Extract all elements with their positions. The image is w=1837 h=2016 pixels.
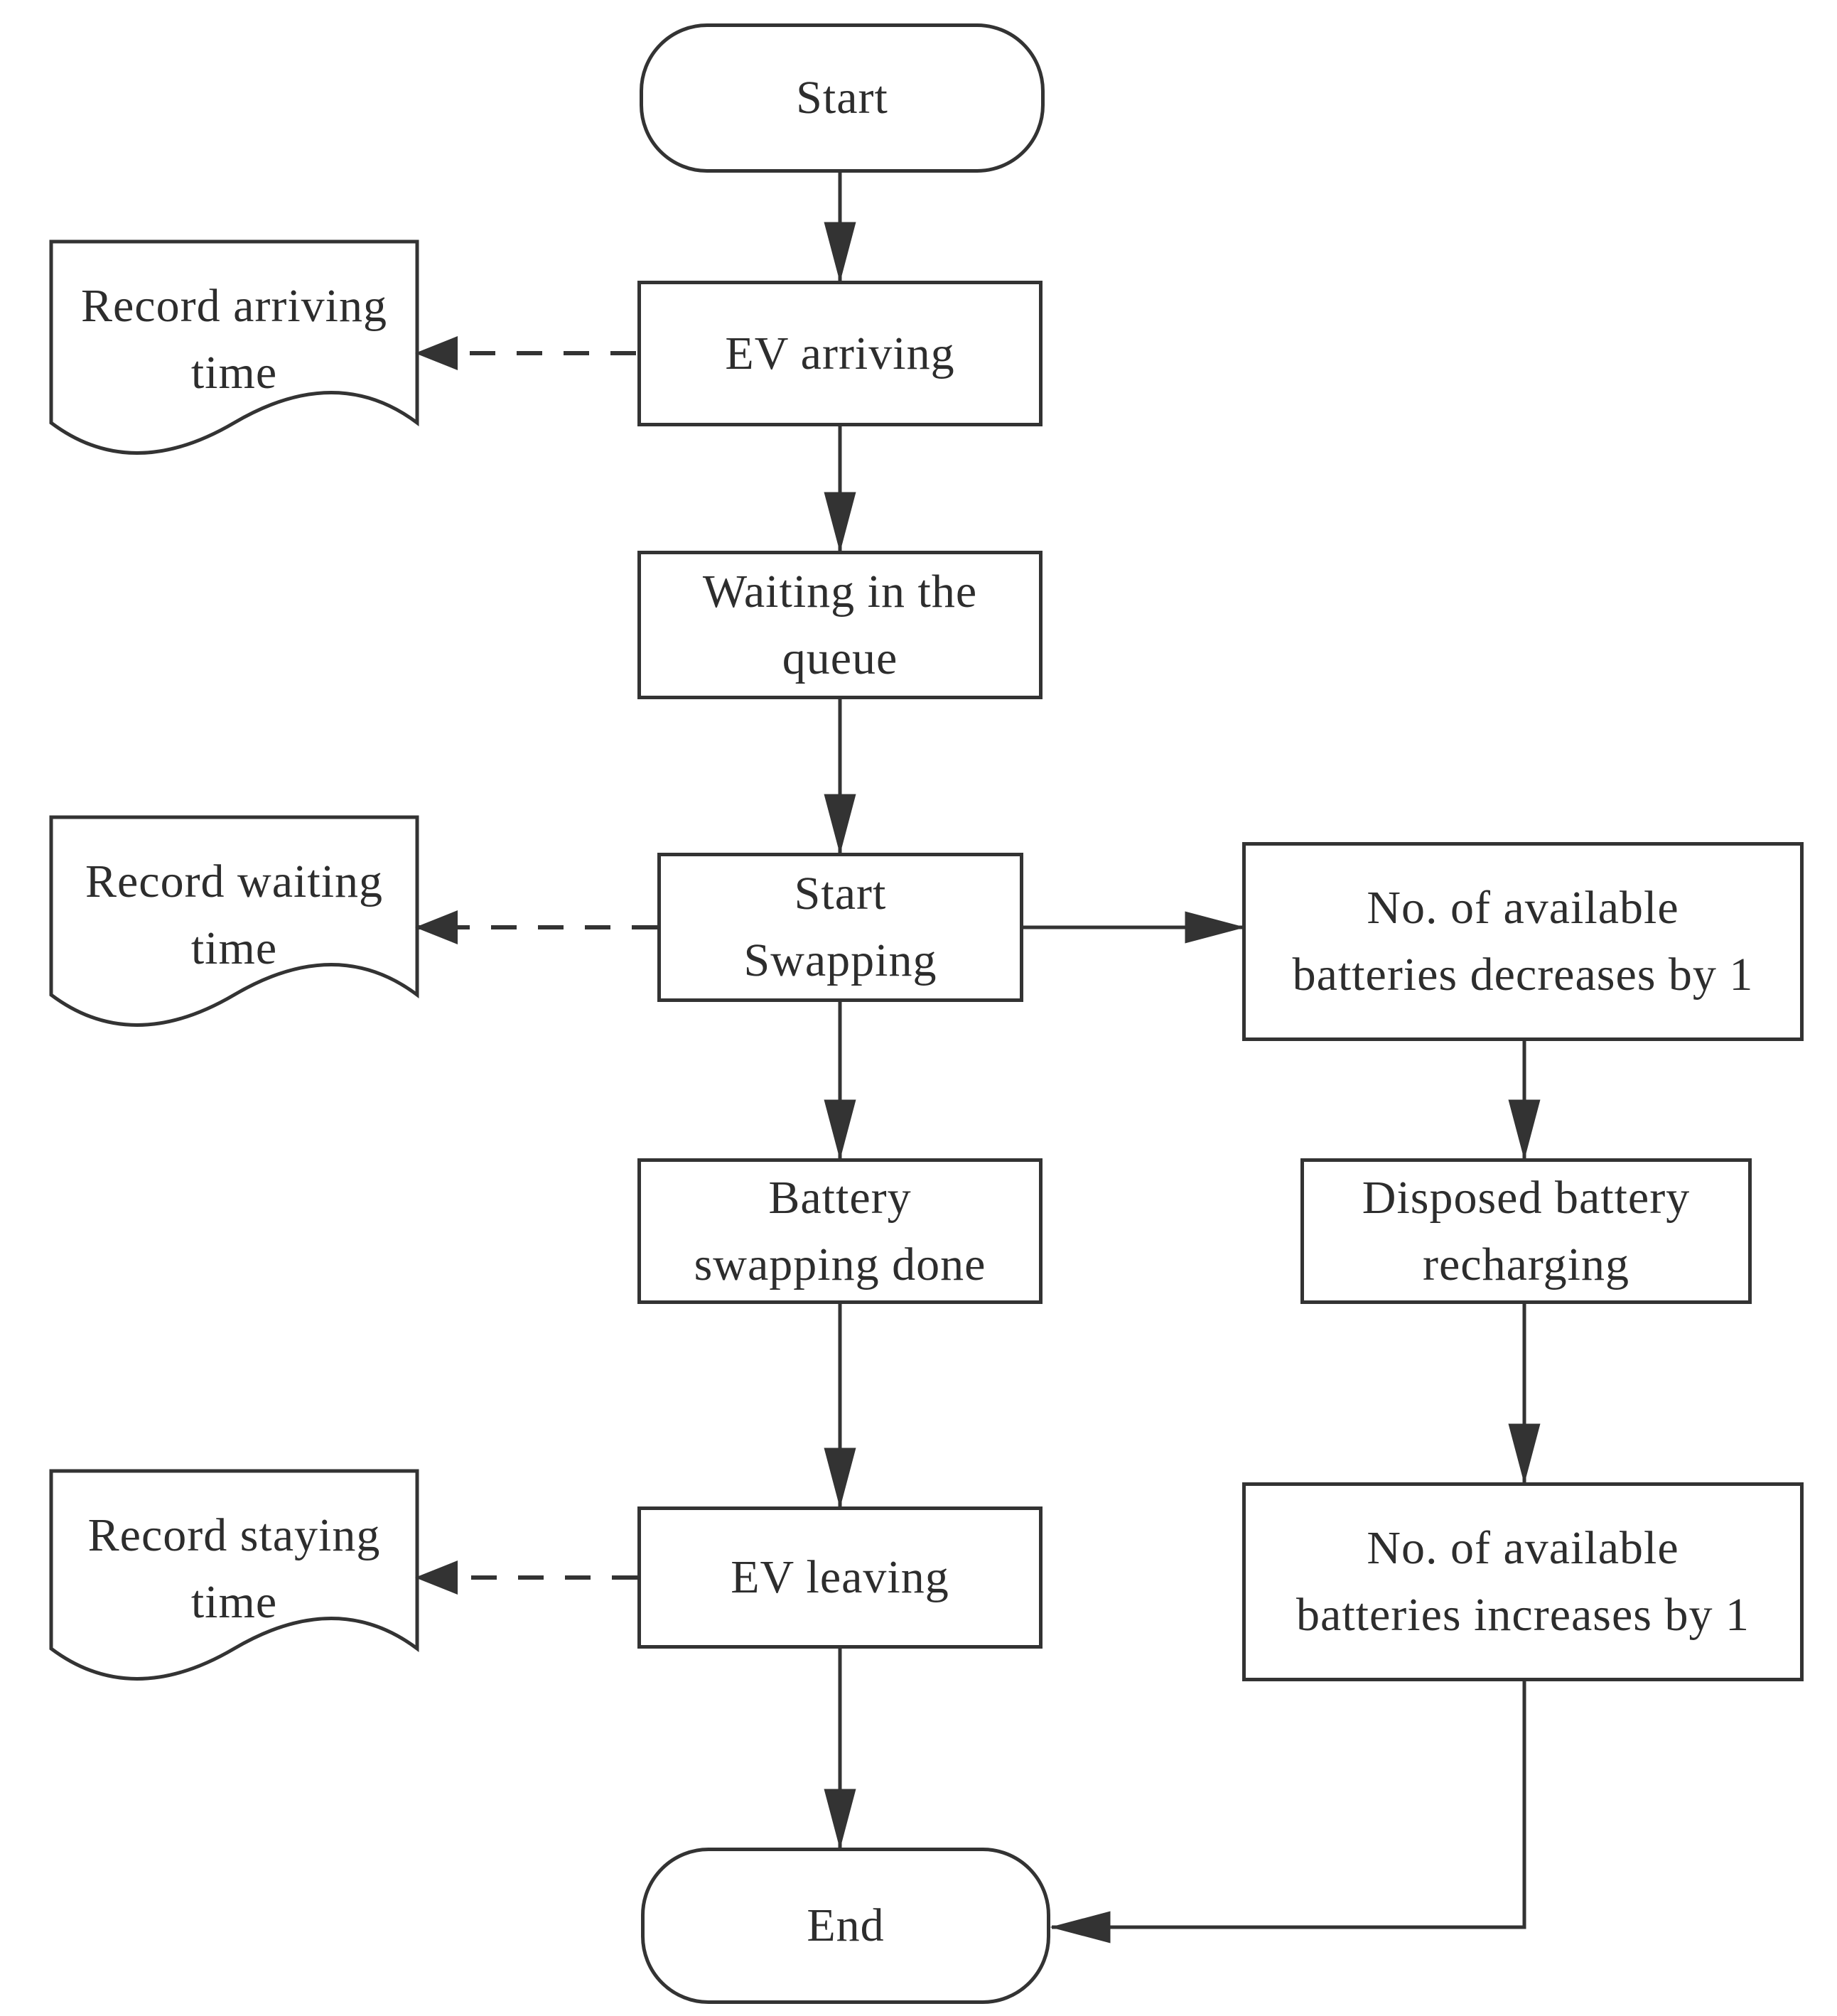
node-batteries-increase: No. of available batteries increases by … — [1242, 1482, 1804, 1681]
node-record-arriving-time: Record arriving time — [80, 279, 387, 399]
document-shape-record-waiting — [49, 815, 419, 1027]
document-shape-record-arriving — [49, 239, 419, 455]
node-disposed-battery-recharging: Disposed battery recharging — [1300, 1158, 1752, 1304]
node-ev-arriving: EV arriving — [637, 281, 1043, 426]
node-battery-swapping-done: Battery swapping done — [637, 1158, 1043, 1304]
node-start-swapping: Start Swapping — [657, 853, 1023, 1002]
arrow-batteries-increase-to-end — [1050, 1681, 1526, 1944]
node-record-staying-time: Record staying time — [87, 1509, 381, 1628]
node-waiting-in-queue: Waiting in the queue — [637, 551, 1043, 699]
node-start-terminator: Start — [640, 23, 1045, 173]
node-batteries-decrease: No. of available batteries decreases by … — [1242, 842, 1804, 1041]
node-end-terminator: End — [641, 1848, 1050, 2004]
node-record-waiting-time: Record waiting time — [85, 855, 384, 974]
node-ev-leaving: EV leaving — [637, 1506, 1043, 1649]
document-shape-record-staying — [49, 1469, 419, 1681]
